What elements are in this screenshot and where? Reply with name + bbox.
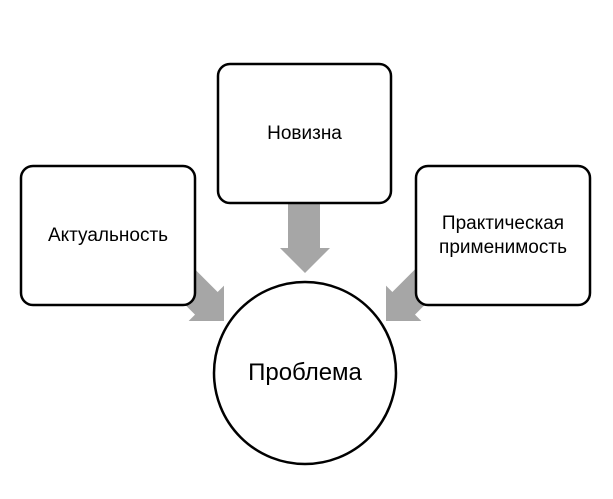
- box-top: [216, 62, 393, 205]
- label-practical-line1: Практическая: [441, 212, 565, 234]
- label-practical-line2: применимость: [439, 236, 567, 258]
- label-practical-applicability: Практическая применимость: [416, 166, 590, 305]
- label-relevance: Актуальность: [47, 224, 169, 246]
- label-problem: Проблема: [248, 359, 362, 386]
- box-right: [414, 164, 592, 307]
- box-left: [19, 164, 197, 307]
- label-novelty: Новизна: [267, 122, 342, 144]
- arrow-top-to-center: [280, 200, 330, 273]
- center-circle: [212, 280, 398, 466]
